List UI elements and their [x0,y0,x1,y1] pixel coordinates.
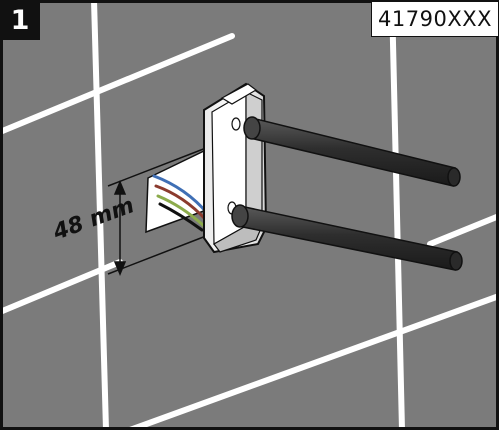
wall-opening [145,148,213,234]
dimension-arrow-icon [107,147,207,276]
product-code-label: 41790XXX [371,1,499,37]
grab-bar-rods [231,116,463,271]
step-number-badge: 1 [0,0,40,40]
